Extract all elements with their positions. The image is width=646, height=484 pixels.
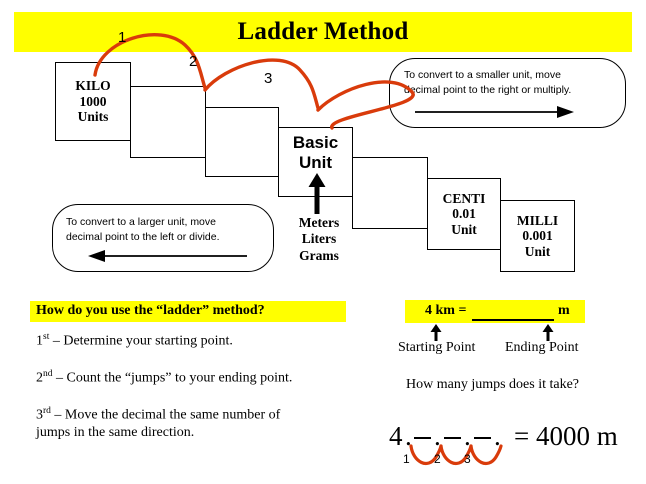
answer-dot-1: .: [434, 421, 441, 451]
example-equation-right: m: [558, 303, 570, 318]
jump-arc-label-3: 3: [264, 70, 273, 87]
ladder-step-centi: CENTI 0.01 Unit: [427, 178, 501, 250]
basic-unit-arrow-icon: [308, 173, 326, 214]
ladder-step-deci: [352, 157, 428, 229]
jump-arc-label-2: 2: [189, 53, 198, 70]
answer-jump-number-2: 2: [434, 452, 441, 466]
ladder-step-basic-line2: Unit: [298, 152, 333, 172]
ladder-step-kilo-line2: 1000: [79, 93, 107, 109]
instruction-step-3-suffix: rd: [43, 406, 51, 416]
ladder-step-centi-line3: Unit: [451, 221, 477, 237]
ladder-step-milli-line2: 0.001: [522, 228, 553, 244]
ladder-step-kilo-line1: KILO: [75, 78, 111, 94]
basic-unit-example-grams: Grams: [299, 247, 339, 263]
ending-point-arrow-icon: [542, 324, 554, 341]
callout-smaller-unit-text: To convert to a smaller unit, move decim…: [404, 68, 620, 98]
basic-unit-example-meters: Meters: [298, 215, 340, 230]
instruction-step-3-wrap: jumps in the same direction.: [36, 425, 195, 440]
instruction-step-2: 2nd – Count the “jumps” to your ending p…: [36, 368, 292, 388]
ending-point-label: Ending Point: [505, 340, 579, 355]
jump-arc-2-icon: [203, 58, 320, 110]
instruction-step-2-text: – Count the “jumps” to your ending point…: [56, 370, 293, 386]
answer-jump-number-1: 1: [403, 452, 410, 466]
starting-point-arrow-icon: [430, 324, 442, 341]
starting-point-label: Starting Point: [398, 340, 476, 355]
instructions-heading-highlight: [30, 301, 346, 322]
callout-larger-unit-text: To convert to a larger unit, move decima…: [66, 215, 270, 245]
callout-larger-arrow-left-icon: [88, 250, 247, 262]
ladder-step-milli-line1: MILLI: [516, 212, 559, 228]
ladder-step-kilo: KILO 1000 Units: [55, 62, 131, 141]
callout-smaller-line1: To convert to a smaller unit, move: [404, 69, 561, 81]
callout-larger-unit: [52, 204, 274, 272]
answer-lead-digit: 4: [389, 421, 403, 451]
instruction-step-3: 3rd – Move the decimal the same number o…: [36, 405, 280, 425]
ladder-step-milli-line3: Unit: [524, 243, 551, 259]
jump-arc-label-1: 1: [118, 29, 127, 46]
answer-result: = 4000 m: [514, 421, 618, 451]
ladder-step-milli: MILLI 0.001 Unit: [500, 200, 575, 272]
answer-blank-2: [444, 437, 461, 439]
instruction-step-3-text: – Move the decimal the same number of: [54, 407, 281, 423]
basic-unit-example-liters: Liters: [301, 231, 337, 247]
answer-dot-2: .: [464, 421, 471, 451]
instruction-step-1-number: 1: [36, 333, 43, 349]
example-equation-left: 4 km =: [425, 303, 467, 318]
answer-jump-number-3: 3: [464, 452, 471, 466]
answer-decimal-point: .: [405, 421, 412, 451]
callout-smaller-unit: [389, 58, 626, 128]
ladder-step-kilo-line3: Units: [77, 109, 109, 125]
callout-larger-line2: decimal point to the left or divide.: [66, 231, 220, 244]
callout-larger-line1: To convert to a larger unit, move: [66, 216, 216, 228]
ladder-step-centi-line1: CENTI: [442, 190, 486, 206]
ladder-step-centi-line2: 0.01: [452, 206, 476, 222]
example-equation-highlight: [405, 300, 585, 323]
instructions-heading: How do you use the “ladder” method?: [36, 303, 265, 318]
answer-blank-1: [414, 437, 431, 439]
answer-blank-3: [474, 437, 491, 439]
answer-dot-3: .: [494, 421, 501, 451]
instruction-step-2-number: 2: [36, 370, 43, 386]
instruction-step-2-suffix: nd: [43, 369, 53, 379]
ladder-step-deka: [205, 107, 279, 177]
instruction-step-1: 1st – Determine your starting point.: [36, 331, 233, 351]
instruction-step-3-number: 3: [36, 407, 43, 423]
jumps-question: How many jumps does it take?: [406, 377, 580, 392]
instruction-step-1-suffix: st: [43, 332, 50, 342]
ladder-step-hecto: [130, 86, 206, 158]
ladder-step-basic-unit: Basic Unit: [278, 127, 353, 197]
callout-smaller-arrow-right-icon: [415, 106, 574, 118]
instruction-step-1-text: – Determine your starting point.: [52, 333, 233, 349]
page-title: Ladder Method: [237, 18, 409, 45]
example-equation-blank: [472, 319, 554, 321]
callout-smaller-line2: decimal point to the right or multiply.: [404, 84, 572, 97]
basic-unit-examples: Meters Liters Grams: [288, 215, 350, 264]
ladder-step-basic-line1: Basic: [292, 133, 339, 152]
